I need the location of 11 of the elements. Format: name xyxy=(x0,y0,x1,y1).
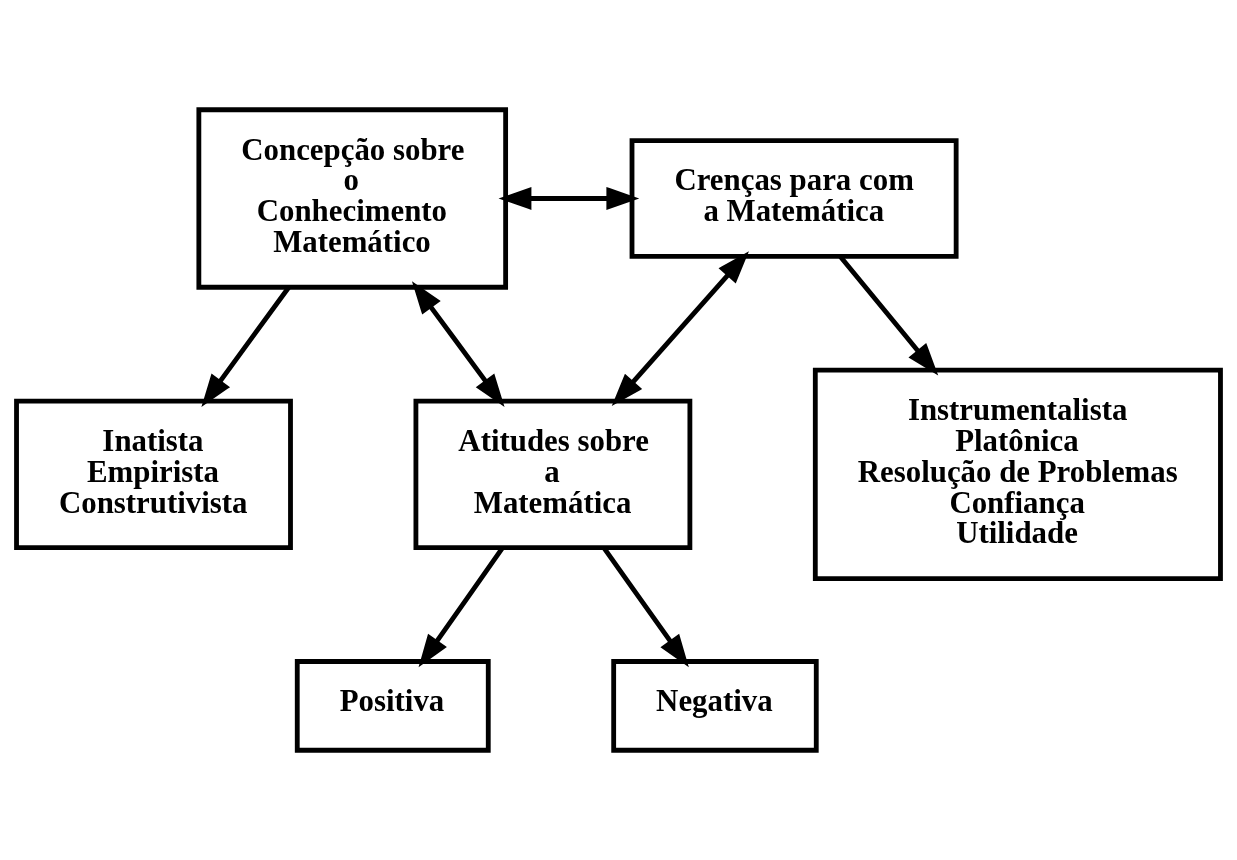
arrow xyxy=(611,251,749,407)
arrow xyxy=(838,255,939,376)
node-box: Inatista Empirista Construtivista xyxy=(14,398,293,551)
node-box: Crenças para com a Matemática xyxy=(629,138,959,259)
node-box: Concepção sobre o Conhecimento Matemático xyxy=(196,107,509,290)
node-box: Atitudes sobre a Matemática xyxy=(413,398,693,551)
node-box: Positiva xyxy=(294,659,491,753)
arrow xyxy=(498,186,640,210)
node-box: Negativa xyxy=(611,659,819,753)
arrow xyxy=(411,281,505,407)
node-box: Instrumentalista Platônica Resolução de Problemas Confiança Utilidade xyxy=(812,367,1223,581)
